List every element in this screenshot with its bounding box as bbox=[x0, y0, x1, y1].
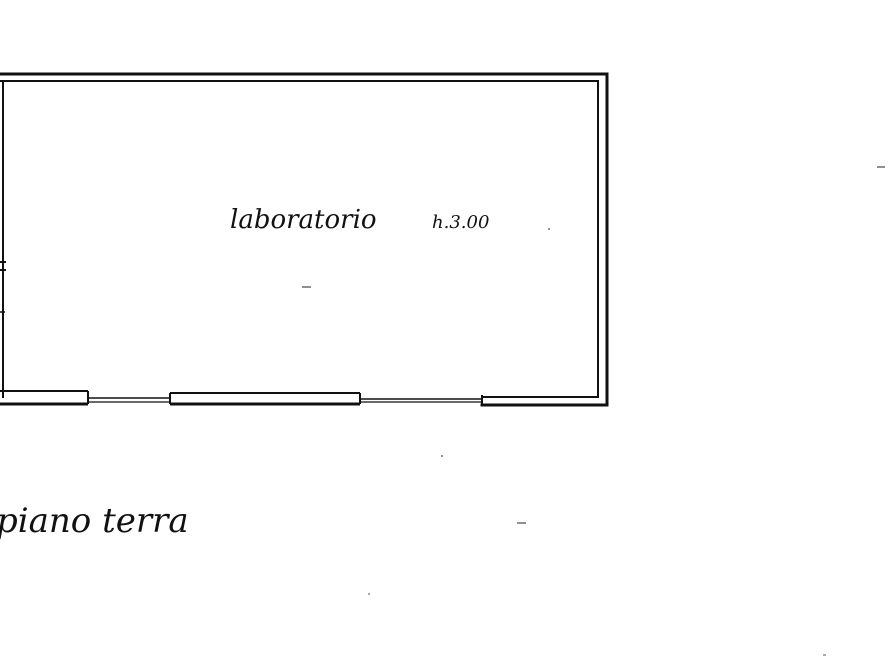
floor-caption: piano terra bbox=[0, 501, 189, 541]
room-walls bbox=[0, 72, 609, 407]
room-height-label: h.3.00 bbox=[432, 212, 489, 233]
left-wall-marks bbox=[0, 261, 6, 313]
room-name-label: laboratorio bbox=[230, 205, 377, 235]
bottom-wall bbox=[0, 390, 483, 406]
scan-specks bbox=[302, 166, 885, 656]
